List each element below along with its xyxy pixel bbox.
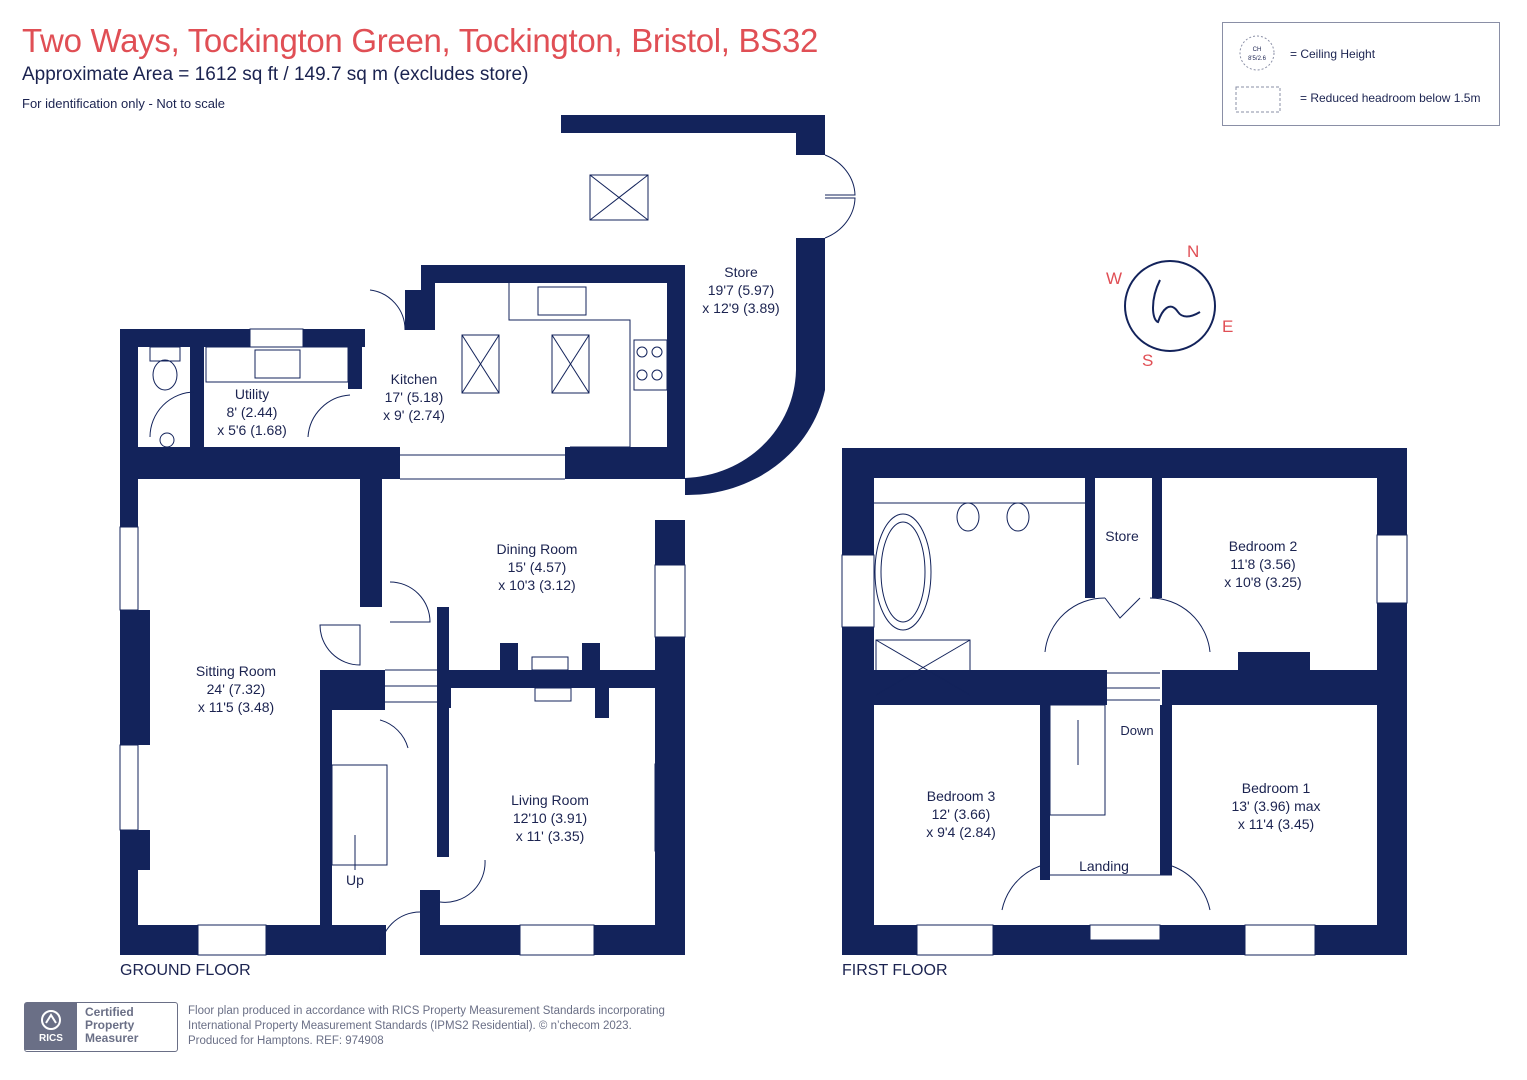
utility-dim1: 8' (2.44)	[227, 404, 278, 420]
bedroom3-name: Bedroom 3	[927, 788, 996, 804]
footer-line-1: Floor plan produced in accordance with R…	[188, 1005, 665, 1017]
compass-ring	[1124, 260, 1216, 352]
sitting-dim1: 24' (7.32)	[207, 681, 266, 697]
gf-store-dim2: x 12'9 (3.89)	[702, 300, 779, 316]
compass-logo-icon	[1152, 279, 1201, 324]
badge-line-2: Property	[85, 1018, 135, 1032]
dining-dim2: x 10'3 (3.12)	[498, 577, 575, 593]
ceiling-symbol-top: CH	[1253, 47, 1262, 53]
bedroom2-name: Bedroom 2	[1229, 538, 1298, 554]
ceiling-height-label: = Ceiling Height	[1290, 47, 1376, 61]
ground-floor-label: GROUND FLOOR	[120, 962, 251, 979]
footer-notes: Floor plan produced in accordance with R…	[188, 1004, 708, 1049]
ff-store-name: Store	[1105, 528, 1139, 544]
footer-line-3: Produced for Hamptons. REF: 974908	[188, 1035, 384, 1047]
bedroom1-dim2: x 11'4 (3.45)	[1238, 816, 1314, 832]
bedroom1-dim1: 13' (3.96) max	[1231, 798, 1320, 814]
sitting-dim2: x 11'5 (3.48)	[198, 699, 274, 715]
ceiling-symbol-bottom: 8'5/2.6	[1248, 56, 1266, 62]
kitchen-dim1: 17' (5.18)	[385, 389, 444, 405]
compass-north: N	[1187, 242, 1199, 261]
ground-floor-walls	[120, 115, 825, 955]
ceiling-height-icon: CH 8'5/2.6	[1239, 35, 1275, 71]
first-floor-label: FIRST FLOOR	[842, 962, 948, 979]
living-dim2: x 11' (3.35)	[516, 828, 585, 844]
reduced-headroom-icon	[1235, 86, 1281, 113]
compass-east: E	[1222, 317, 1233, 336]
rics-logo-icon: RICS	[25, 1003, 77, 1050]
utility-dim2: x 5'6 (1.68)	[217, 422, 287, 438]
dining-name: Dining Room	[497, 541, 578, 557]
first-floor-walls	[842, 448, 1407, 955]
compass-west: W	[1106, 269, 1122, 288]
windows	[119, 328, 1408, 956]
badge-line-1: Certified	[85, 1005, 134, 1019]
living-name: Living Room	[511, 792, 589, 808]
stairs-up-label: Up	[346, 872, 364, 888]
dining-dim1: 15' (4.57)	[508, 559, 567, 575]
legend-box: CH 8'5/2.6 = Ceiling Height = Reduced he…	[1222, 22, 1500, 126]
gf-store-name: Store	[724, 264, 758, 280]
landing-name: Landing	[1079, 858, 1129, 874]
living-dim1: 12'10 (3.91)	[513, 810, 587, 826]
bedroom1-name: Bedroom 1	[1242, 780, 1311, 796]
footer-line-2: International Property Measurement Stand…	[188, 1020, 632, 1032]
kitchen-dim2: x 9' (2.74)	[383, 407, 445, 423]
utility-name: Utility	[235, 386, 269, 402]
gf-store-dim1: 19'7 (5.97)	[708, 282, 775, 298]
store-doors	[824, 154, 856, 239]
reduced-headroom-label: = Reduced headroom below 1.5m	[1300, 91, 1481, 105]
rics-text: RICS	[39, 1033, 63, 1044]
stairs-down-label: Down	[1120, 723, 1153, 738]
approximate-area: Approximate Area = 1612 sq ft / 149.7 sq…	[22, 64, 529, 85]
bedroom3-dim1: 12' (3.66)	[932, 806, 991, 822]
bedroom3-dim2: x 9'4 (2.84)	[926, 824, 996, 840]
fixtures	[149, 174, 1211, 953]
property-title: Two Ways, Tockington Green, Tockington, …	[22, 22, 819, 59]
bedroom2-dim1: 11'8 (3.56)	[1230, 556, 1295, 572]
compass-south: S	[1142, 351, 1153, 370]
kitchen-name: Kitchen	[391, 371, 438, 387]
identification-note: For identification only - Not to scale	[22, 96, 226, 111]
sitting-name: Sitting Room	[196, 663, 276, 679]
badge-line-3: Measurer	[85, 1031, 139, 1045]
bedroom2-dim2: x 10'8 (3.25)	[1224, 574, 1301, 590]
compass: N E S W	[1106, 242, 1233, 370]
rics-badge: RICS Certified Property Measurer	[24, 1002, 178, 1052]
